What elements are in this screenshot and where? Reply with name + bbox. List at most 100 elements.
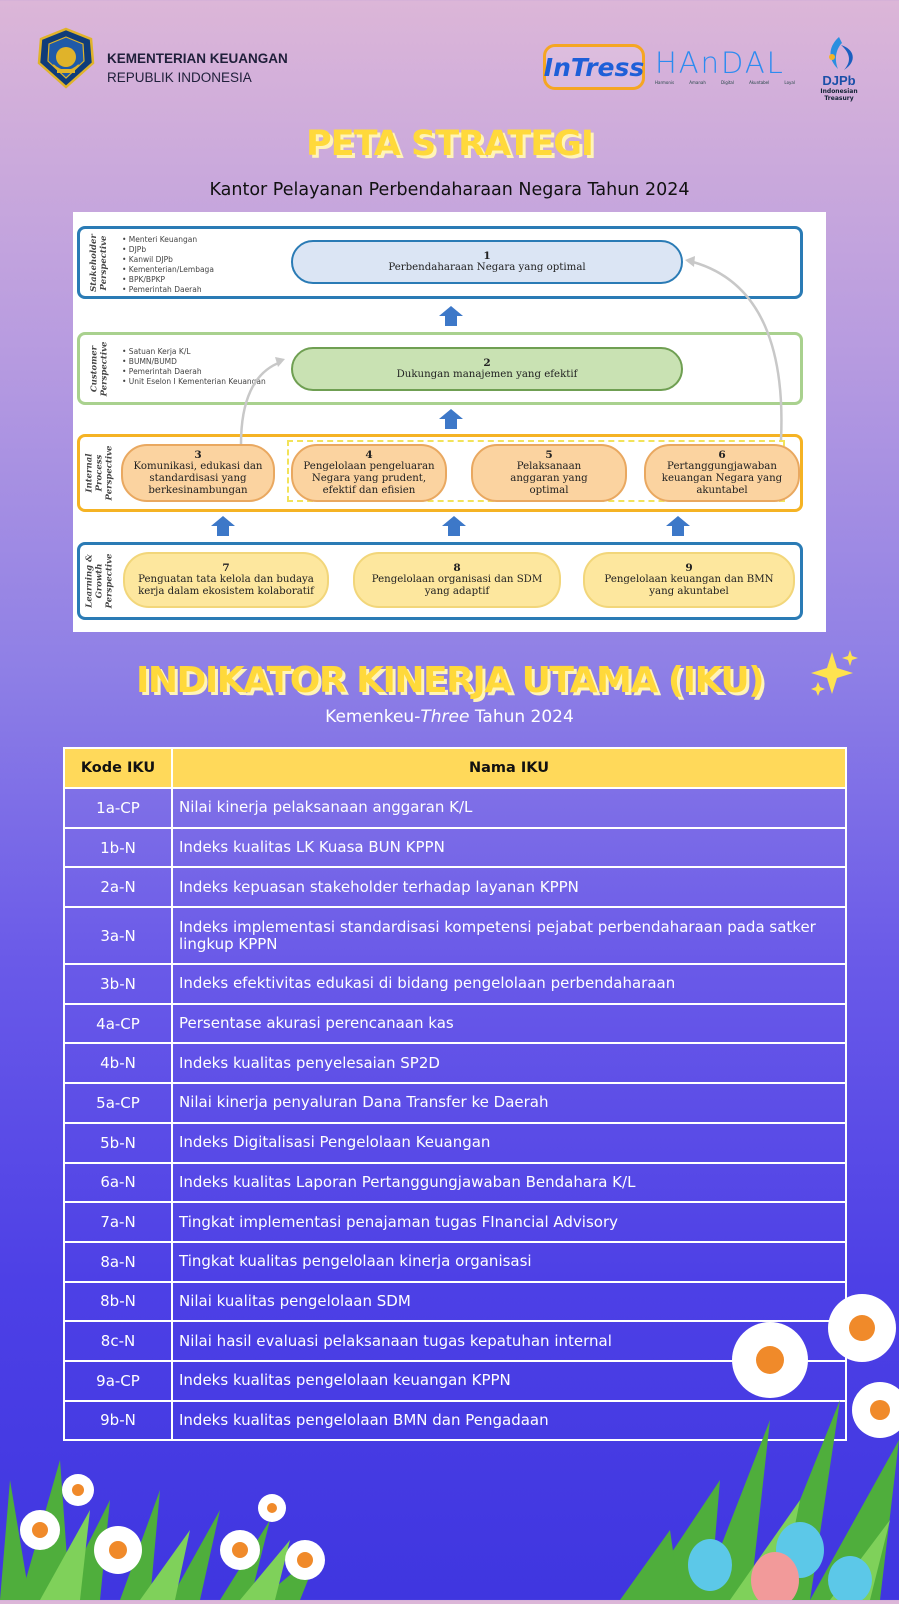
strategy-node-8: 8 Pengelolaan organisasi dan SDM yang ad… bbox=[353, 552, 561, 608]
djpb-logo-text: DJPb bbox=[822, 73, 856, 88]
ministry-name: KEMENTERIAN KEUANGAN REPUBLIK INDONESIA bbox=[107, 49, 288, 87]
customer-item: • BUMN/BUMD bbox=[122, 357, 177, 366]
curve-arrow-6-to-1 bbox=[692, 260, 783, 441]
node-text: Penguatan tata kelola dan budaya kerja d… bbox=[138, 574, 314, 597]
stakeholder-item: • DJPb bbox=[122, 245, 147, 254]
iku-name: Tingkat kualitas pengelolaan kinerja org… bbox=[171, 1240, 847, 1283]
node-text: Pertanggungjawaban keuangan Negara yang … bbox=[661, 461, 783, 496]
djpb-emblem-icon bbox=[829, 37, 853, 70]
strategy-node-9: 9 Pengelolaan keuangan dan BMN yang akun… bbox=[583, 552, 795, 608]
intress-logo: InTress bbox=[543, 44, 645, 90]
strategy-map: Stakeholder Perspective • Menteri Keuang… bbox=[73, 212, 826, 632]
iku-code: 3b-N bbox=[63, 963, 173, 1005]
node-number: 1 bbox=[483, 250, 491, 262]
iku-code: 1a-CP bbox=[63, 787, 173, 829]
customer-item: • Pemerintah Daerah bbox=[122, 367, 202, 376]
node-text: Pengelolaan pengeluaran Negara yang prud… bbox=[303, 461, 435, 496]
sparkle-icon bbox=[810, 648, 860, 698]
iku-title: INDIKATOR KINERJA UTAMA (IKU) bbox=[135, 660, 765, 701]
up-arrow-icon bbox=[666, 516, 690, 536]
handal-logo-text: HAnDAL bbox=[655, 46, 785, 80]
iku-code: 2a-N bbox=[63, 866, 173, 909]
iku-name: Indeks kualitas LK Kuasa BUN KPPN bbox=[171, 826, 847, 869]
up-arrow-icon bbox=[442, 516, 466, 536]
iku-code: 7a-N bbox=[63, 1201, 173, 1243]
ministry-name-line1: KEMENTERIAN KEUANGAN bbox=[107, 51, 288, 66]
node-number: 6 bbox=[718, 449, 726, 461]
iku-subtitle: Kemenkeu-Three Tahun 2024 bbox=[0, 707, 899, 727]
iku-code: 4b-N bbox=[63, 1042, 173, 1085]
up-arrow-icon bbox=[439, 409, 463, 429]
node-text: Dukungan manajemen yang efektif bbox=[396, 369, 578, 380]
iku-code: 9b-N bbox=[63, 1399, 173, 1442]
djpb-logo-sub: Indonesian Treasury bbox=[820, 88, 858, 102]
node-number: 3 bbox=[194, 449, 202, 461]
strategy-node-5: 5 Pelaksanaan anggaran yang optimal bbox=[471, 444, 627, 502]
node-number: 5 bbox=[545, 449, 553, 461]
handal-logo: HAnDAL Harmonis Amanah Digital Akuntabel… bbox=[655, 46, 797, 86]
iku-code: 4a-CP bbox=[63, 1002, 173, 1045]
stakeholder-item: • Kementerian/Lembaga bbox=[122, 265, 214, 274]
handal-tagline-item: Amanah bbox=[689, 80, 706, 85]
up-arrow-icon bbox=[439, 306, 463, 326]
node-text: Komunikasi, edukasi dan standardisasi ya… bbox=[133, 461, 263, 496]
handal-tagline-item: Digital bbox=[721, 80, 734, 85]
flower-icon bbox=[732, 1294, 899, 1438]
iku-name: Indeks efektivitas edukasi di bidang pen… bbox=[171, 963, 847, 1005]
customer-band: Customer Perspective • Satuan Kerja K/L … bbox=[77, 332, 803, 405]
column-header-code: Kode IKU bbox=[63, 747, 173, 789]
flower-decoration-left bbox=[0, 1440, 330, 1600]
iku-name: Indeks kualitas Laporan Pertanggungjawab… bbox=[171, 1161, 847, 1204]
strategy-node-6: 6 Pertanggungjawaban keuangan Negara yan… bbox=[644, 444, 800, 502]
strategy-node-7: 7 Penguatan tata kelola dan budaya kerja… bbox=[123, 552, 329, 608]
node-number: 4 bbox=[365, 449, 373, 461]
iku-name: Nilai kualitas pengelolaan SDM bbox=[171, 1280, 847, 1323]
peta-strategi-title: PETA STRATEGI bbox=[306, 124, 594, 164]
iku-name: Indeks kualitas pengelolaan BMN dan Peng… bbox=[171, 1399, 847, 1442]
column-header-name: Nama IKU bbox=[171, 747, 847, 789]
iku-subtitle-italic: Three bbox=[420, 707, 470, 727]
iku-code: 5a-CP bbox=[63, 1082, 173, 1124]
strategy-node-2: 2 Dukungan manajemen yang efektif bbox=[291, 347, 683, 391]
node-number: 2 bbox=[483, 357, 491, 369]
flower-icon bbox=[20, 1474, 325, 1580]
iku-code: 8c-N bbox=[63, 1320, 173, 1362]
iku-code: 6a-N bbox=[63, 1161, 173, 1204]
internal-process-band: Internal Process Perspective bbox=[77, 434, 803, 512]
iku-name: Indeks kualitas penyelesaian SP2D bbox=[171, 1042, 847, 1085]
node-text: Pelaksanaan anggaran yang optimal bbox=[510, 461, 588, 496]
stakeholder-band: Stakeholder Perspective • Menteri Keuang… bbox=[77, 226, 803, 299]
stakeholder-item: • Kanwil DJPb bbox=[122, 255, 173, 264]
iku-code: 9a-CP bbox=[63, 1359, 173, 1402]
strategy-arrows bbox=[211, 256, 783, 536]
iku-subtitle-suffix: Tahun 2024 bbox=[469, 707, 574, 727]
node-text: Pengelolaan keuangan dan BMN yang akunta… bbox=[604, 574, 774, 597]
node-text: Pengelolaan organisasi dan SDM yang adap… bbox=[371, 574, 543, 597]
iku-name: Nilai kinerja pelaksanaan anggaran K/L bbox=[171, 787, 847, 829]
handal-tagline-item: Loyal bbox=[784, 80, 795, 85]
customer-list: • Satuan Kerja K/L • BUMN/BUMD • Pemerin… bbox=[122, 347, 266, 387]
iku-code: 8b-N bbox=[63, 1280, 173, 1323]
stakeholder-item: • BPK/BPKP bbox=[122, 275, 166, 284]
node-number: 9 bbox=[685, 562, 693, 574]
iku-subtitle-prefix: Kemenkeu- bbox=[325, 707, 421, 727]
node-text: Perbendaharaan Negara yang optimal bbox=[388, 262, 586, 273]
peta-strategi-subtitle: Kantor Pelayanan Perbendaharaan Negara T… bbox=[209, 180, 690, 200]
kemenkeu-emblem-icon bbox=[35, 27, 97, 89]
curve-arrow-3-to-2 bbox=[239, 360, 282, 445]
djpb-logo: DJPb Indonesian Treasury bbox=[808, 35, 870, 102]
stakeholder-list: • Menteri Keuangan • DJPb • Kanwil DJPb … bbox=[122, 235, 214, 295]
strategy-node-4: 4 Pengelolaan pengeluaran Negara yang pr… bbox=[291, 444, 447, 502]
iku-name: Indeks implementasi standardisasi kompet… bbox=[171, 906, 847, 966]
strategy-node-3: 3 Komunikasi, edukasi dan standardisasi … bbox=[121, 444, 275, 502]
